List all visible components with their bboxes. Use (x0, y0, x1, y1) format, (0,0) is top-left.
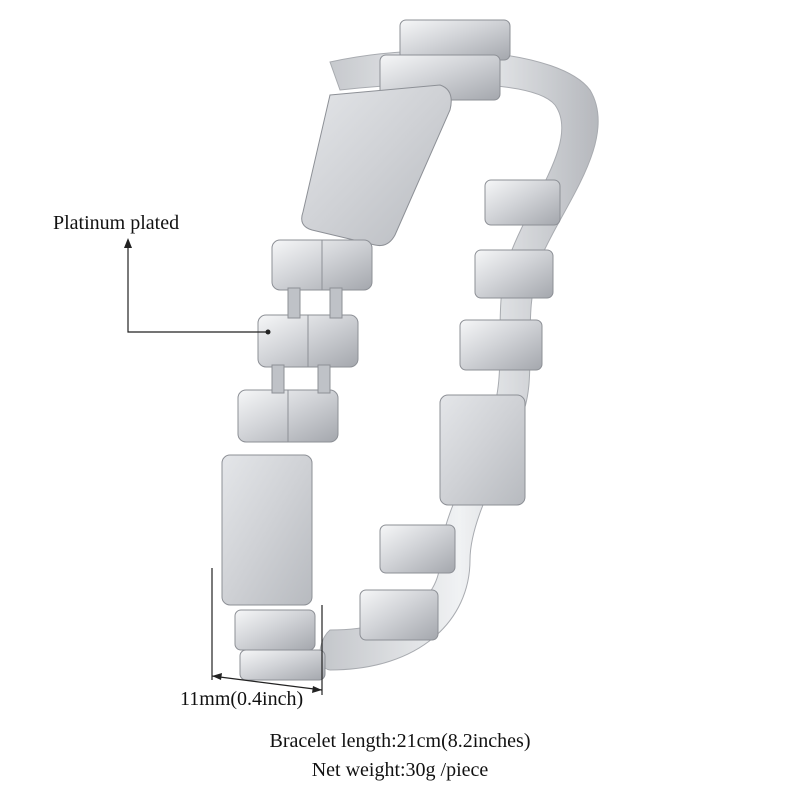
bracelet-top-links (301, 19, 511, 246)
bracelet-length-spec: Bracelet length:21cm(8.2inches) (269, 730, 531, 752)
net-weight-spec: Net weight:30g /piece (311, 759, 489, 781)
width-dimension-lines (211, 568, 323, 695)
plating-callout-label: Platinum plated (53, 212, 180, 234)
bracelet-front-links (221, 239, 373, 681)
plating-callout-leader (124, 238, 271, 335)
bracelet-right-links (359, 179, 561, 641)
width-dimension-label: 11mm(0.4inch) (180, 688, 304, 710)
